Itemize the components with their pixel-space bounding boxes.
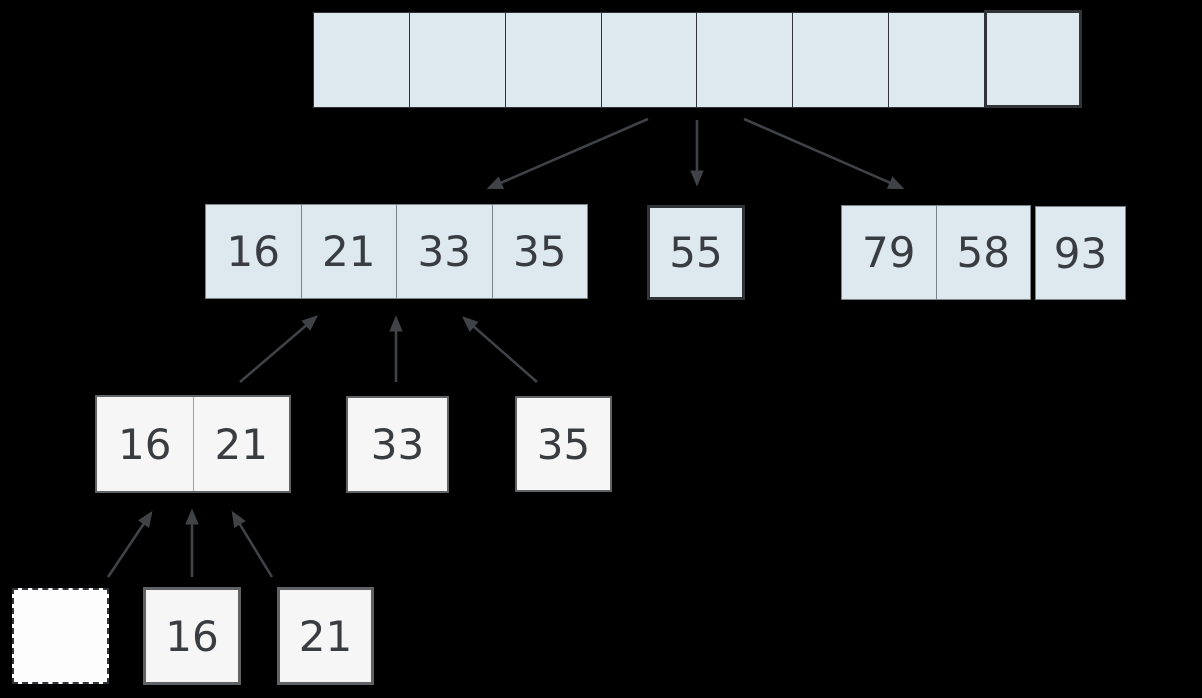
top-array bbox=[313, 12, 985, 108]
level3-pair-16-21: 16 21 bbox=[95, 395, 291, 493]
level2-merged-left: 16 21 33 35 bbox=[205, 204, 588, 299]
merge-arrow-16-21-up bbox=[239, 315, 318, 383]
top-array-cell-2 bbox=[408, 13, 505, 107]
top-array-cell-8-value bbox=[987, 13, 1079, 105]
level3-cell-21: 21 bbox=[192, 397, 289, 491]
level4-cell-16: 16 bbox=[146, 590, 238, 682]
level3-single-35: 35 bbox=[515, 396, 612, 492]
top-array-cell-6 bbox=[792, 13, 889, 107]
top-array-cell-1 bbox=[314, 13, 409, 107]
top-array-cell-8 bbox=[984, 10, 1082, 108]
level4-cell-21: 21 bbox=[280, 590, 371, 682]
merge-arrow-empty-up bbox=[106, 510, 153, 578]
top-array-cell-5 bbox=[696, 13, 793, 107]
level4-empty-cell bbox=[14, 590, 107, 682]
level2-cell-79: 79 bbox=[842, 206, 936, 299]
level4-single-21: 21 bbox=[277, 587, 374, 685]
level3-single-33: 33 bbox=[346, 396, 449, 493]
level2-cell-58: 58 bbox=[935, 206, 1030, 299]
merge-arrow-35-up bbox=[462, 316, 538, 383]
level2-cell-93: 93 bbox=[1036, 207, 1125, 299]
level3-cell-35: 35 bbox=[517, 398, 610, 490]
top-array-cell-7 bbox=[888, 13, 985, 107]
level3-cell-33: 33 bbox=[348, 398, 447, 491]
level4-single-16: 16 bbox=[143, 587, 241, 685]
level2-cell-21: 21 bbox=[300, 205, 396, 298]
level2-cell-55: 55 bbox=[650, 208, 742, 297]
level2-single-55: 55 bbox=[647, 205, 745, 300]
top-array-cell-3 bbox=[504, 13, 601, 107]
level2-cell-33: 33 bbox=[396, 205, 492, 298]
split-arrow-left bbox=[486, 117, 649, 190]
level3-cell-16: 16 bbox=[97, 397, 193, 491]
merge-arrow-21-up bbox=[231, 510, 274, 578]
level4-dashed-empty bbox=[12, 588, 109, 684]
level2-cell-16: 16 bbox=[206, 205, 301, 298]
level2-pair-right: 79 58 bbox=[841, 205, 1031, 300]
top-array-cell-4 bbox=[600, 13, 697, 107]
level2-cell-35: 35 bbox=[491, 205, 587, 298]
level2-single-93: 93 bbox=[1035, 206, 1126, 300]
split-arrow-right bbox=[743, 117, 905, 190]
